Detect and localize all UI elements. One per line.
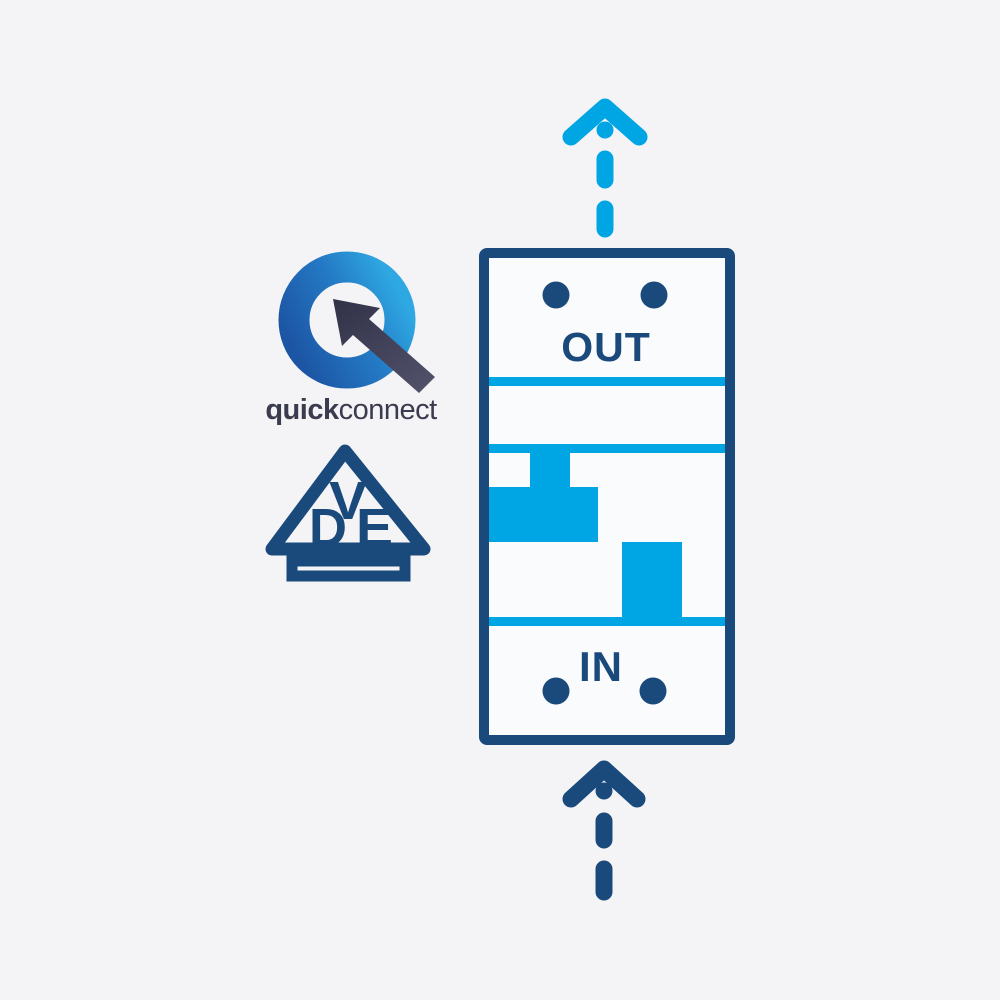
in-terminal-dot-left-icon (542, 677, 570, 705)
vde-letter-v: V (329, 471, 367, 531)
flow-arrow-in-dash-dot (595, 782, 613, 800)
out-terminal-dot-right-icon (640, 281, 668, 309)
breaker-schematic: OUT IN (479, 248, 735, 745)
rail-line-top (489, 377, 725, 386)
quickconnect-q-ring-icon (278, 251, 416, 389)
quickconnect-wordmark-bold: quick (265, 394, 340, 426)
vde-letter-e: E (356, 498, 393, 558)
vde-mark: V D E (265, 444, 431, 582)
vde-base-icon (286, 555, 411, 582)
out-label: OUT (561, 324, 651, 370)
in-terminal-dot-right-icon (639, 677, 667, 705)
vde-triangle-icon (265, 444, 431, 556)
quickconnect-wordmark-regular: connect (339, 394, 438, 426)
vde-letter-d: D (309, 498, 347, 558)
rail-line-bottom (489, 617, 725, 626)
out-terminal-dot-left-icon (542, 281, 570, 309)
rail-line-middle (489, 444, 725, 453)
module-block-left (489, 487, 598, 542)
flow-arrow-out-dash-dot (596, 121, 614, 139)
quickconnect-logo: quickconnect (265, 251, 438, 426)
flow-arrow-in-head (562, 760, 646, 808)
flow-arrow-out-icon (562, 98, 648, 238)
flow-arrow-out-head (562, 98, 648, 146)
module-block-right (622, 542, 682, 622)
in-label: IN (579, 643, 623, 690)
flow-arrow-in-icon (562, 760, 646, 901)
quickconnect-arrow-icon (333, 299, 435, 393)
module-block-stem (530, 447, 570, 488)
quickconnect-wordmark: quickconnect (265, 394, 437, 426)
